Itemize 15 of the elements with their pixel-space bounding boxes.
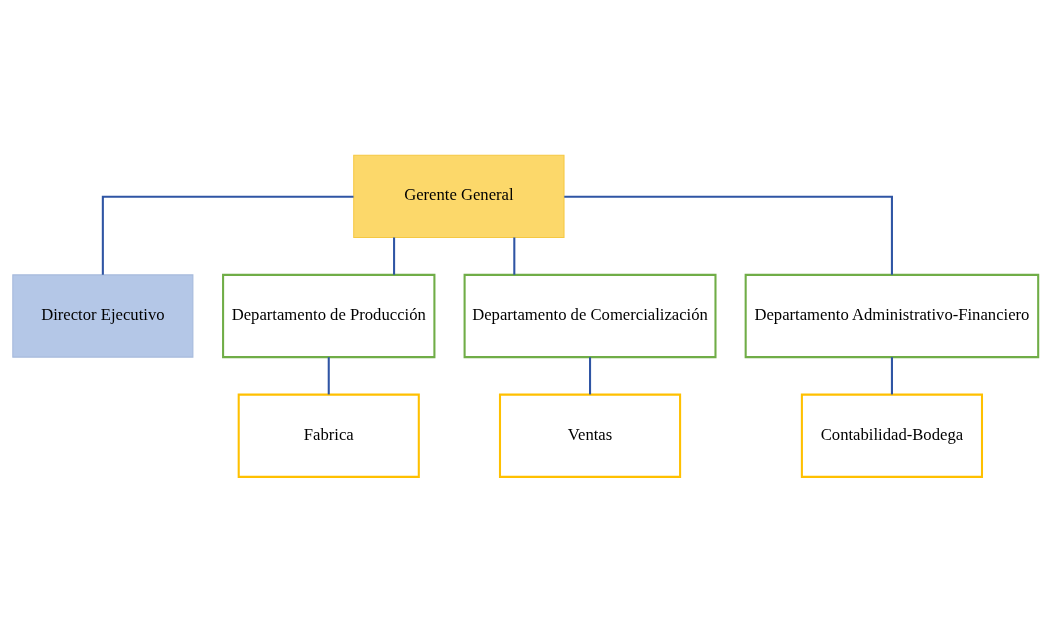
connector — [890, 357, 893, 395]
node-box: Departamento Administrativo-Financiero — [744, 273, 1040, 359]
node-box: Contabilidad-Bodega — [800, 393, 983, 478]
connector — [101, 195, 354, 275]
node-box: Departamento de Comercialización — [463, 273, 717, 359]
node-box: Director Ejecutivo — [12, 274, 194, 358]
node-box: Fabrica — [237, 393, 420, 478]
node-box: Ventas — [498, 393, 682, 478]
node-box: Departamento de Producción — [222, 273, 436, 359]
connector — [327, 357, 330, 395]
connector — [513, 237, 516, 275]
connector — [393, 237, 396, 275]
connector — [564, 195, 893, 275]
connector — [589, 357, 592, 395]
node-box: Gerente General — [353, 154, 565, 238]
